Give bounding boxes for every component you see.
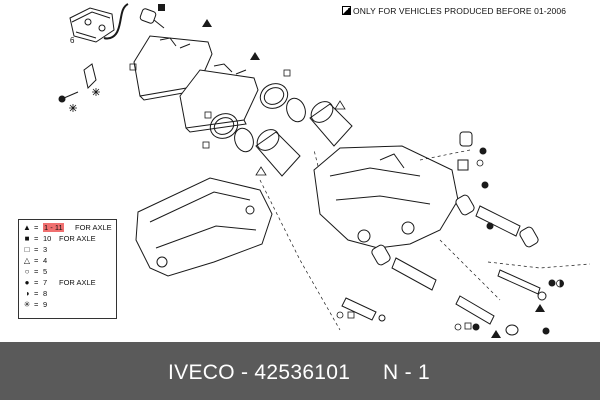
- legend-row-5: ○ = 5: [19, 267, 114, 277]
- legend-note: FOR AXLE: [59, 234, 96, 243]
- marker-symbols: [158, 4, 556, 338]
- clip-bracket-part: [69, 7, 115, 43]
- legend-row-7: ◑ = 8: [19, 289, 114, 299]
- assembly-guide-lines: [259, 149, 591, 331]
- legend-row-1: ▲ = 1 - 11 FOR AXLE: [19, 223, 114, 233]
- legend-row-4: △ = 4: [19, 256, 114, 266]
- filled-square-icon: ■: [24, 234, 30, 243]
- grease-tube: [341, 297, 386, 322]
- legend-row-3: □ = 3: [19, 245, 114, 255]
- asterisk-icon: ✳: [23, 300, 31, 309]
- legend-row-2: ■ = 10 FOR AXLE: [19, 234, 114, 244]
- legend-row-8: ✳ = 9: [19, 300, 114, 310]
- legend-equals: =: [34, 234, 39, 243]
- legend-equals: =: [34, 256, 39, 265]
- brake-caliper-drawing: [58, 3, 591, 338]
- legend-value: 4: [43, 256, 48, 265]
- half-circle-icon: ◑: [24, 289, 30, 298]
- hollow-circle-icon: ○: [24, 267, 30, 276]
- legend-value: 5: [43, 267, 48, 276]
- piston-lower: [255, 129, 301, 177]
- piston-seal-ring-2: [286, 97, 306, 123]
- piston-seal-ring-4: [234, 127, 254, 153]
- guide-bush-upper: [455, 194, 539, 248]
- pad-spring-clip: [58, 63, 97, 103]
- piston-seal-ring-3: [209, 113, 239, 139]
- legend-value: 3: [43, 245, 48, 254]
- legend-equals: =: [34, 289, 39, 298]
- part-number-footer: IVECO - 42536101 N - 1: [0, 342, 600, 400]
- asterisk-marker: [69, 88, 100, 112]
- legend-equals: =: [34, 267, 39, 276]
- brake-pad-inner: [179, 63, 259, 133]
- legend-value: 9: [43, 300, 48, 309]
- legend-note: FOR AXLE: [59, 278, 96, 287]
- vehicle-date-note-text: ONLY FOR VEHICLES PRODUCED BEFORE 01-200…: [353, 6, 567, 16]
- legend-value: 8: [43, 289, 48, 298]
- guide-bolt: [497, 269, 547, 301]
- callout-6: 6: [70, 36, 75, 45]
- legend-value: 1 - 11: [43, 223, 64, 232]
- legend-equals: =: [34, 300, 39, 309]
- caliper-housing: [313, 145, 459, 249]
- legend-value: 10: [43, 234, 52, 243]
- legend-note: FOR AXLE: [75, 223, 112, 232]
- piston-seal-ring-1: [259, 83, 289, 109]
- legend-equals: =: [34, 223, 39, 232]
- vehicle-date-note: ONLY FOR VEHICLES PRODUCED BEFORE 01-200…: [342, 5, 566, 16]
- part-number-label: IVECO - 42536101: [168, 361, 351, 384]
- half-filled-square-icon: [342, 6, 351, 15]
- filled-circle-icon: ●: [24, 278, 30, 287]
- legend-row-6: ● = 7 FOR AXLE: [19, 278, 114, 288]
- wear-sensor-part: [103, 3, 165, 40]
- guide-bush-lower: [371, 244, 519, 336]
- hollow-triangle-icon: △: [23, 256, 31, 265]
- legend-equals: =: [34, 245, 39, 254]
- symbol-legend: ▲ = 1 - 11 FOR AXLE ■ = 10 FOR AXLE □ = …: [18, 219, 117, 319]
- bleed-screw-cap: [457, 131, 473, 171]
- legend-value: 7: [43, 278, 48, 287]
- diagram-number-label: N - 1: [383, 361, 431, 384]
- hollow-marker-symbols: [129, 63, 564, 331]
- exploded-parts-diagram: 6 ONLY FOR VEHICLES PRODUCED BEFORE 01-2…: [18, 3, 591, 338]
- caliper-carrier-bracket: [135, 177, 273, 277]
- hollow-square-icon: □: [24, 245, 30, 254]
- legend-equals: =: [34, 278, 39, 287]
- piston-upper: [309, 101, 353, 147]
- filled-triangle-icon: ▲: [23, 223, 31, 232]
